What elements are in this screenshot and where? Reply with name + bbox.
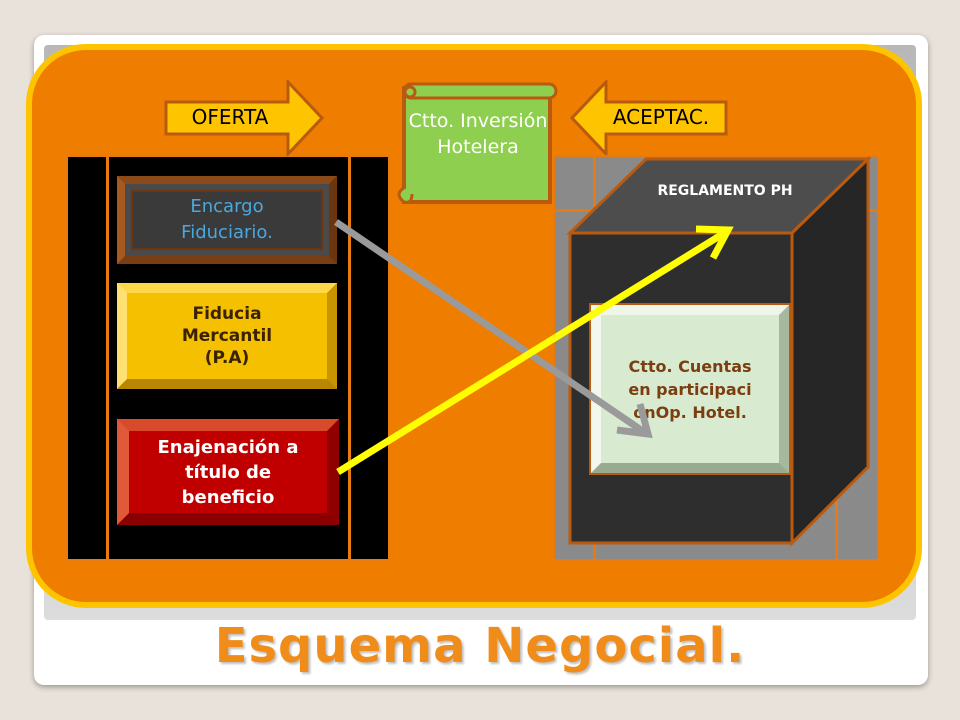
slide-title: Esquema Negocial. [214,618,746,674]
scroll-label: Ctto. Inversión Hotelera [408,110,548,158]
fiducia-mercantil-label: Fiducia Mercantil (P.A) [181,304,273,368]
cuentas-participacion-label: Ctto. Cuentas en participaci ónOp. Hotel… [628,356,752,422]
enajenacion-box: Enajenación a título de beneficio [117,419,339,525]
yellow-connector-arrow [336,225,734,475]
oferta-arrow [164,80,325,156]
scroll-shape [397,82,558,204]
aceptac-label: ACEPTAC. [612,105,710,129]
reglamento-label: REGLAMENTO PH [657,183,793,199]
cuentas-participacion-box: Ctto. Cuentas en participaci ónOp. Hotel… [589,303,791,475]
encargo-fiduciario-box: Encargo Fiduciario. [117,176,337,264]
enajenacion-label: Enajenación a título de beneficio [157,436,299,508]
fiducia-mercantil-box: Fiducia Mercantil (P.A) [117,283,337,389]
oferta-label: OFERTA [191,105,269,129]
left-panel-divider [348,157,351,559]
encargo-fiduciario-label: Encargo Fiduciario. [181,196,273,243]
aceptac-arrow [569,80,728,156]
left-panel-divider [106,157,109,559]
gray-connector-arrow [334,219,653,439]
